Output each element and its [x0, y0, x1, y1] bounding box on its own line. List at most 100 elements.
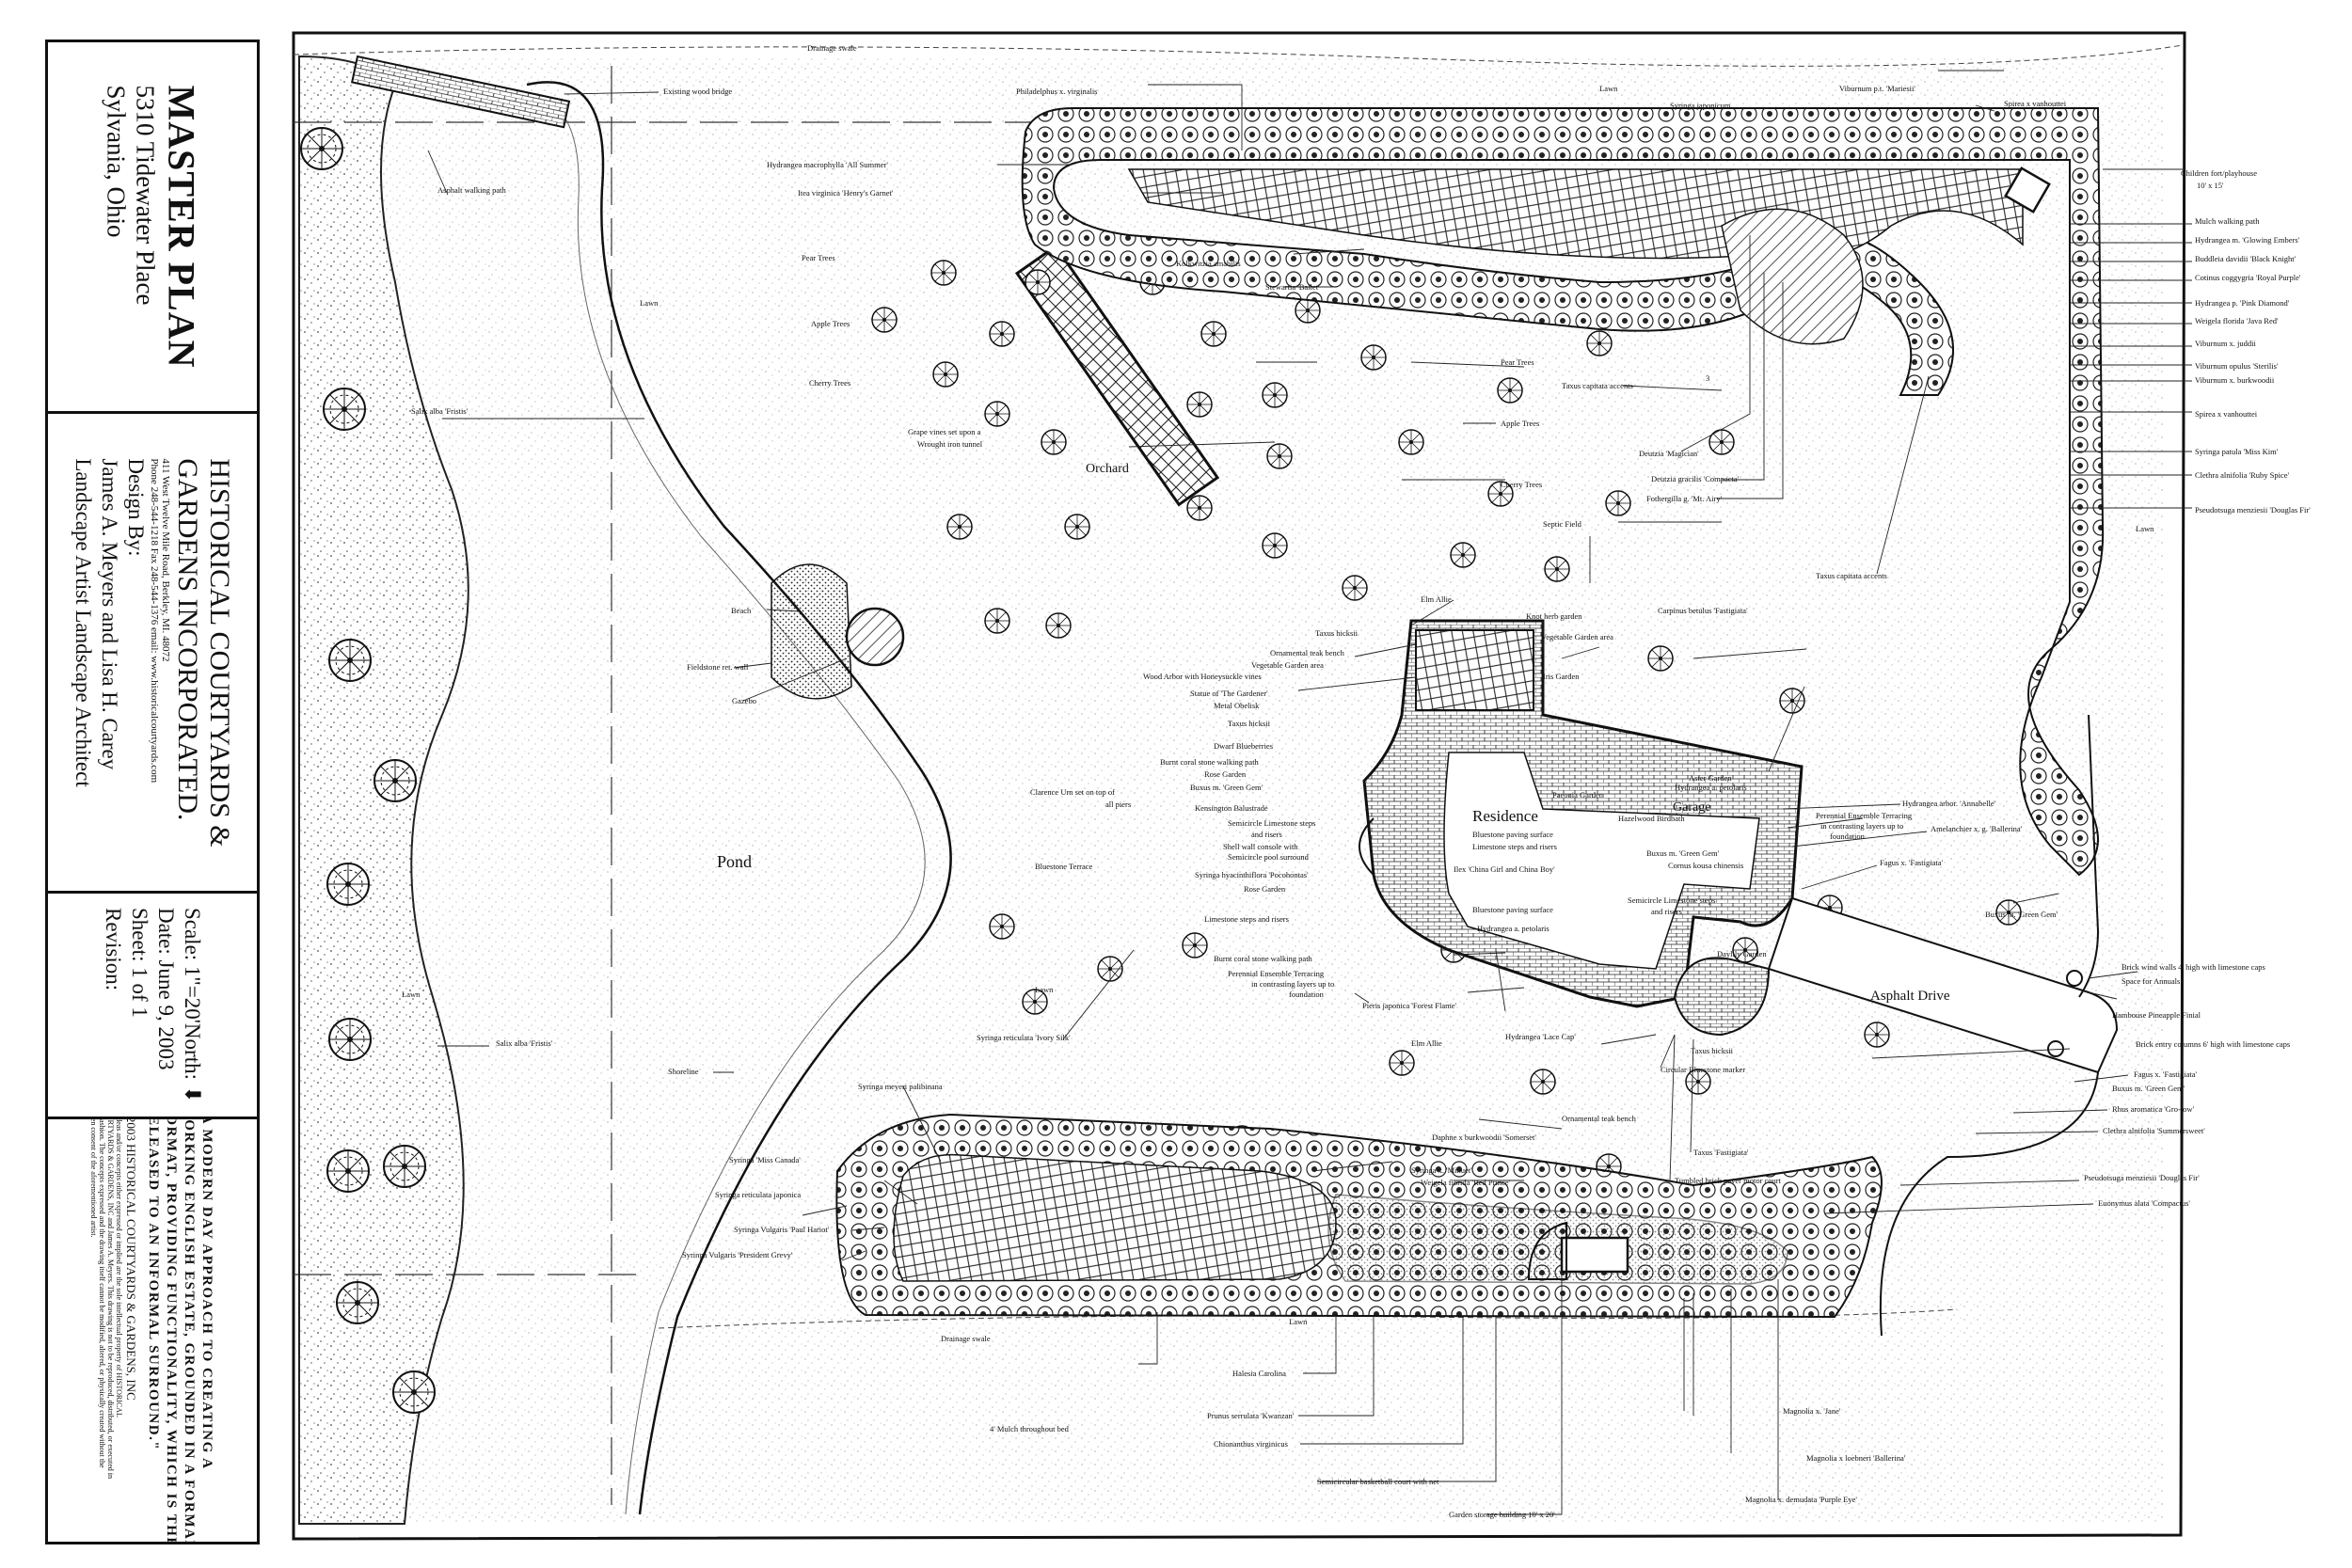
drive-right-curve [2078, 714, 2100, 998]
title-block: MASTER PLAN 5310 Tidewater Place Sylvani… [45, 40, 260, 1544]
label-magnolia-purple: Magnolia x. demudata 'Purple Eye' [1745, 1495, 1857, 1504]
residence-complex [1359, 619, 1804, 1008]
label-limestone-steps: Limestone steps and risers [1204, 914, 1289, 924]
label-brick-wing: Brick wind walls 4' high with limestone … [2122, 962, 2265, 972]
label-spirea-top: Spirea x vanhouttei [2004, 99, 2067, 108]
label-viburnum-burkwoodii: Viburnum x. burkwoodii [2195, 375, 2275, 385]
label-deutzia-magician: Deutzia 'Magician' [1639, 449, 1699, 458]
label-shell-wall-2: Semicircle pool surround [1228, 852, 1310, 862]
basketball-court [1527, 1221, 1567, 1280]
label-pieris: Pieris japonica 'Forest Flame' [1362, 1001, 1457, 1010]
label-pear-trees-right: Pear Trees [1501, 357, 1534, 367]
label-syringa-meyeri: Syringa meyeri palibinana [858, 1082, 943, 1091]
label-hydrangea-all-summer: Hydrangea macrophylla 'All Summer' [767, 160, 888, 169]
label-grape-vines-1: Grape vines set upon a [908, 427, 981, 436]
label-shoreline: Shoreline [668, 1067, 699, 1076]
label-septic-field: Septic Field [1543, 519, 1582, 529]
label-lawn-top: Lawn [1599, 84, 1618, 93]
label-existing-bridge: Existing wood bridge [663, 87, 732, 96]
label-fagus-1: Fagus x. 'Fastigiata' [1880, 858, 1944, 867]
label-tumbled-brick: Tumbled brick paver motor court [1675, 1176, 1782, 1185]
label-bluestone-paving-2: Bluestone paving surface [1472, 905, 1553, 914]
label-elm-allie-top: Elm Allie [1421, 594, 1452, 604]
label-hydrangea-petiolaris-1: Hydrangea a. petolaris [1675, 783, 1747, 792]
label-cornus: Cornus kousa chinensis [1668, 861, 1743, 870]
label-dwarf-blueberries: Dwarf Blueberries [1214, 741, 1273, 751]
label-stewartia: Stewartia 'Ballet' [1265, 282, 1320, 292]
label-teak-bench: Ornamental teak bench [1270, 648, 1345, 657]
label-viburnum-juddii: Viburnum x. juddii [2195, 339, 2257, 348]
label-apple-trees-left: Apple Trees [811, 319, 850, 328]
label-syringa-japonicum: Syringa japonicum [1670, 101, 1731, 110]
label-pseudotsuga-top: Pseudotsuga menziesii 'Douglas Fir' [2195, 505, 2311, 515]
pond-shoreline-inner [507, 92, 926, 1515]
label-gazebo: Gazebo [732, 696, 756, 705]
label-kolkwitzia: Kolkwitzia amabilis [1176, 259, 1241, 268]
label-daphne: Daphne x burkwoodii 'Somerset' [1432, 1132, 1536, 1142]
label-fothergilla: Fothergilla g. 'Mt. Airy' [1646, 494, 1723, 503]
label-mulch-bed: 4' Mulch throughout bed [990, 1424, 1070, 1433]
label-spirea-right: Spirea x vanhouttei [2195, 409, 2258, 419]
property-boundary [292, 31, 2186, 1541]
label-obelisk: Metal Obelisk [1214, 701, 1260, 710]
label-space-annuals: Space for Annuals [2122, 976, 2180, 986]
label-bluestone-terrace: Bluestone Terrace [1035, 862, 1093, 871]
children-fort [2004, 166, 2051, 214]
label-salix-1: Salix alba 'Fristis' [411, 406, 469, 416]
label-perennial-terracing-1c: foundation [1830, 832, 1866, 841]
label-perennial-terracing-1: Perennial Ensemble Terracing [1816, 811, 1913, 820]
entry-column-1 [2066, 970, 2083, 987]
label-grape-vines-2: Wrought iron tunnel [917, 439, 983, 449]
label-chionanthus: Chionanthus virginicus [1214, 1439, 1288, 1449]
pond-label: Pond [717, 852, 752, 871]
label-buxus-green-gem-4: Buxus m. 'Green Gem' [2112, 1084, 2185, 1093]
label-viburnum-mariesii: Viburnum p.t. 'Mariesii' [1839, 84, 1915, 93]
label-cotinus: Cotinus coggygria 'Royal Purple' [2195, 273, 2301, 282]
label-semicircle-steps-2: Semicircle Limestone steps [1628, 895, 1715, 905]
label-syringa-ivory: Syringa reticulata 'Ivory Silk' [977, 1033, 1071, 1042]
label-hydrangea-annabelle: Hydrangea arbor. 'Annabelle' [1902, 799, 1996, 808]
label-knot-herb: Knot herb garden [1526, 611, 1582, 621]
label-pear-trees-left: Pear Trees [802, 253, 835, 262]
label-paeonia: Paeonia Garden [1552, 790, 1604, 800]
label-syringa-pocohontas: Syringa hyacinthiflora 'Pocohontas' [1195, 870, 1309, 879]
label-hydrangea-lace: Hydrangea 'Lace Cap' [1505, 1032, 1576, 1041]
label-hydrangea-petiolaris-2: Hydrangea a. petolaris [1477, 924, 1549, 933]
label-clarence-urn: Clarence Urn set on top of [1030, 787, 1115, 797]
title-block-project: MASTER PLAN 5310 Tidewater Place Sylvani… [48, 42, 257, 414]
label-fieldstone: Fieldstone ret. wall [687, 662, 749, 672]
label-kensington: Kensington Balustrade [1195, 803, 1268, 813]
garden-storage-building [1560, 1236, 1629, 1274]
label-daylily: Daylily Garden [1717, 949, 1767, 958]
label-halesia: Halesia Carolina [1232, 1369, 1286, 1378]
label-euonymus: Euonymus alata 'Compactus' [2098, 1198, 2190, 1208]
label-drainage-swale-bottom: Drainage swale [941, 1334, 991, 1343]
existing-wood-bridge [350, 55, 571, 129]
label-syringa-minuet: Syringa x. 'Minuet' [1411, 1165, 1472, 1175]
label-taxus-hicksii-3: Taxus hicksii [1691, 1046, 1734, 1055]
gazebo [845, 607, 905, 667]
label-taxus-fastigiata: Taxus 'Fastigiata' [1693, 1148, 1749, 1157]
shell-pool-surround [1359, 817, 1375, 876]
label-buxus-green-gem-3: Buxus m. 'Green Gem' [1985, 910, 2058, 919]
label-lawn-bottom: Lawn [1289, 1317, 1308, 1326]
label-taxus-hicksii-2: Taxus hicksii [1228, 719, 1271, 728]
label-ilex: Ilex 'China Girl and China Boy' [1454, 864, 1555, 874]
label-perennial-terracing-2c: foundation [1289, 990, 1325, 999]
residence-interior [1443, 752, 1760, 970]
label-drainage-swale-top: Drainage swale [807, 43, 857, 53]
label-statue: Statue of 'The Gardener' [1190, 689, 1268, 698]
title-block-sheet-info: Scale: 1"=20'North: ⬇ Date: June 9, 2003… [48, 894, 257, 1119]
title-block-company: HISTORICAL COURTYARDS & GARDENS INCORPOR… [48, 414, 257, 894]
label-apple-trees-right: Apple Trees [1501, 419, 1539, 428]
label-burnt-coral-1: Burnt coral stone walking path [1160, 757, 1260, 767]
label-pseudotsuga-bottom: Pseudotsuga menziesii 'Douglas Fir' [2084, 1173, 2200, 1182]
label-prunus: Prunus serrulata 'Kwanzan' [1207, 1411, 1295, 1420]
label-lawn-mid: Lawn [1035, 985, 1054, 994]
label-taxus-accents: Taxus capitata accents [1562, 381, 1633, 390]
top-right-hatch-bed [1721, 208, 1864, 345]
label-vegetable-area-2: Vegetable Garden area [1251, 660, 1324, 670]
label-weigela-red: Weigela florida 'Red Prince' [1421, 1178, 1511, 1187]
label-syringa-paul: Syringa Vulgaris 'Paul Hariot' [734, 1225, 830, 1234]
